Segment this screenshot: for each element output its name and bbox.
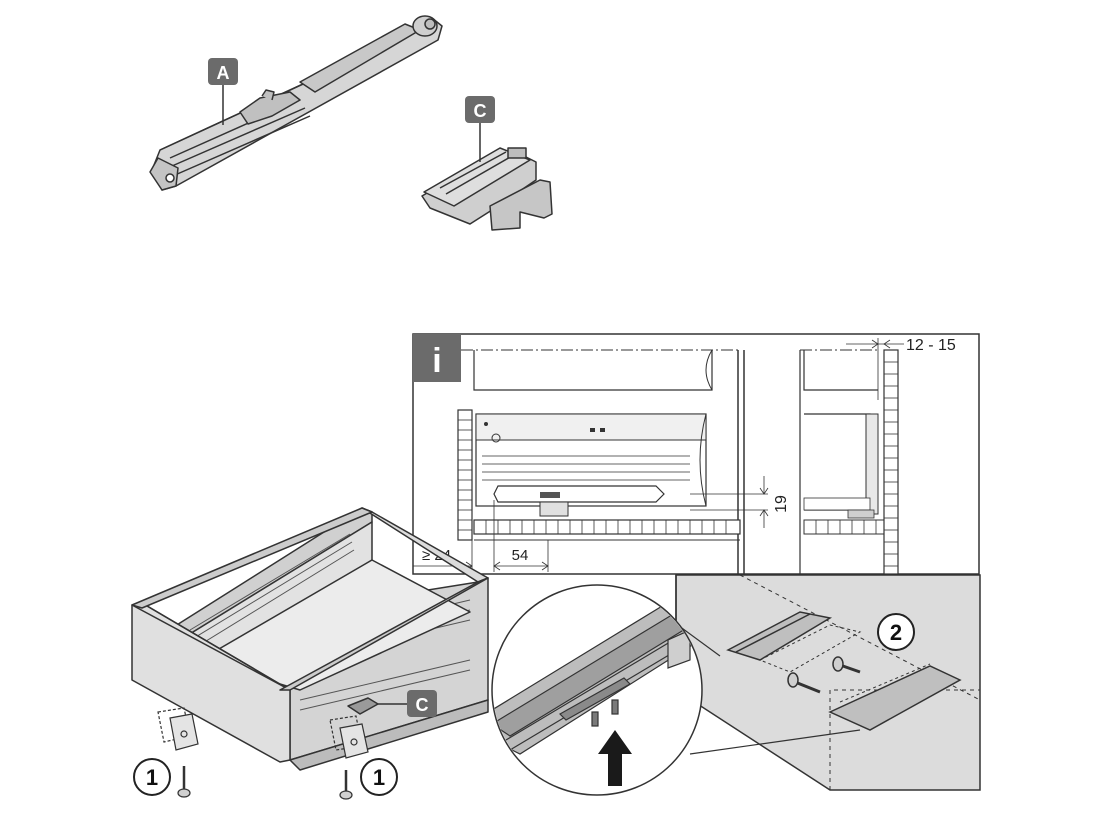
drawer-part-c-label-text: C	[416, 695, 429, 715]
drawer-box	[131, 507, 489, 771]
step-1-left-text: 1	[146, 765, 158, 790]
drawer-part-c-label: C	[378, 690, 437, 717]
part-c-coupling	[421, 147, 553, 231]
step-2-marker: 2	[877, 613, 915, 651]
bracket-right	[329, 715, 369, 800]
part-c-label: C	[465, 96, 495, 162]
info-panel: i	[412, 333, 980, 575]
part-c-label-text: C	[474, 101, 487, 121]
step-1-left-marker: 1	[133, 758, 171, 796]
step-1-right-marker: 1	[360, 758, 398, 796]
info-icon	[413, 334, 461, 382]
step-2-text: 2	[890, 620, 902, 645]
cabinet-view	[675, 574, 981, 791]
dimension-offset: 54	[512, 547, 529, 564]
part-a-rail	[149, 15, 443, 191]
info-icon-text: i	[432, 342, 441, 380]
dimension-19: 19	[773, 495, 790, 513]
bracket-left	[157, 707, 199, 798]
up-arrow-icon	[598, 730, 632, 786]
dimension-top-right: 12 - 15	[906, 337, 956, 354]
step-1-right-text: 1	[373, 765, 385, 790]
part-a-label: A	[208, 58, 238, 125]
part-a-label-text: A	[217, 63, 230, 83]
